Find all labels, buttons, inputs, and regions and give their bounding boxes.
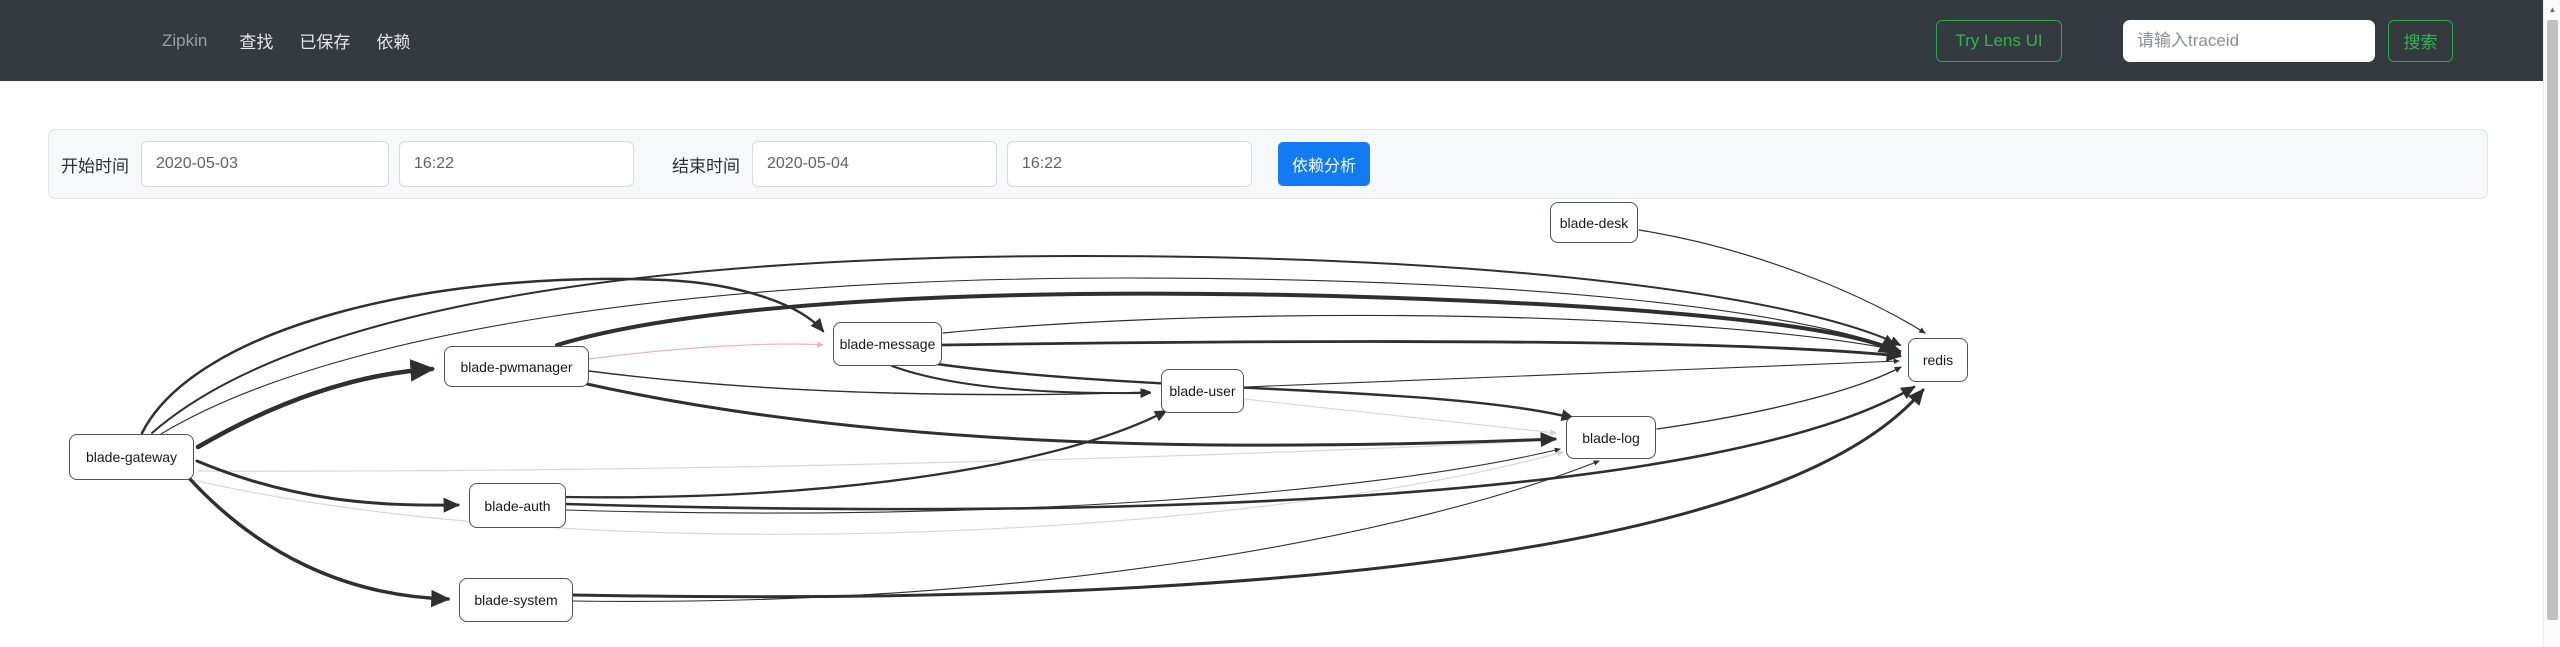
edge-blade-system-blade-log <box>572 460 1600 602</box>
nav-item-dependencies[interactable]: 依赖 <box>376 33 411 52</box>
edge-blade-message-redis-a <box>942 314 1902 353</box>
start-time-input[interactable] <box>399 141 634 187</box>
edge-blade-log-redis <box>1656 366 1902 430</box>
brand-zipkin[interactable]: Zipkin <box>162 30 208 50</box>
edge-blade-gateway-redis-b <box>160 277 1900 435</box>
edge-blade-pwmanager-redis <box>555 291 1902 355</box>
edge-blade-message-blade-log <box>935 362 1575 422</box>
edge-blade-auth-blade-log <box>565 447 1561 514</box>
search-button[interactable]: 搜索 <box>2388 19 2453 62</box>
graph-node-blade-system[interactable]: blade-system <box>459 578 573 622</box>
graph-node-blade-log[interactable]: blade-log <box>1566 416 1656 459</box>
edge-blade-gateway-redis-a <box>151 254 1902 434</box>
edge-blade-pwmanager-blade-log <box>585 382 1558 448</box>
edge-blade-gateway-blade-system <box>187 476 451 608</box>
try-lens-ui-button[interactable]: Try Lens UI <box>1936 19 2062 62</box>
edge-blade-gateway-blade-auth <box>195 459 461 513</box>
edge-blade-message-blade-user <box>891 365 1152 399</box>
vertical-scrollbar[interactable]: ▲ <box>2543 0 2560 647</box>
dependency-edges-canvas <box>140 229 1926 608</box>
scrollbar-thumb[interactable] <box>2547 20 2558 620</box>
graph-node-blade-pwmanager[interactable]: blade-pwmanager <box>444 346 589 387</box>
traceid-search-input[interactable] <box>2123 19 2375 62</box>
time-range-bar: 开始时间 结束时间 依赖分析 <box>48 129 2488 199</box>
edge-blade-system-redis <box>571 388 1925 599</box>
graph-node-blade-desk[interactable]: blade-desk <box>1550 202 1638 243</box>
edge-blade-gateway-blade-log-b <box>192 450 1564 535</box>
end-time-input[interactable] <box>1007 141 1252 187</box>
end-time-label: 结束时间 <box>672 156 740 176</box>
edge-blade-user-blade-log <box>1244 398 1557 436</box>
nav-item-saved[interactable]: 已保存 <box>299 33 351 52</box>
edge-blade-gateway-blade-log-a <box>197 437 1557 472</box>
scrollbar-up-arrow-icon[interactable]: ▲ <box>2548 4 2557 14</box>
edge-blade-user-redis <box>1244 358 1900 388</box>
graph-node-blade-auth[interactable]: blade-auth <box>469 483 566 528</box>
dependency-graph: blade-gateway blade-pwmanager blade-auth… <box>0 199 2543 647</box>
edge-blade-auth-redis <box>564 385 1916 511</box>
nav-links: 查找 已保存 依赖 <box>239 28 410 53</box>
graph-node-blade-gateway[interactable]: blade-gateway <box>69 434 194 480</box>
dependency-analyze-button[interactable]: 依赖分析 <box>1278 142 1370 186</box>
start-time-label: 开始时间 <box>61 156 129 176</box>
edge-blade-desk-redis <box>1638 229 1926 334</box>
graph-node-blade-user[interactable]: blade-user <box>1161 369 1244 413</box>
graph-node-blade-message[interactable]: blade-message <box>833 322 942 366</box>
edge-blade-gateway-blade-pwmanager <box>195 359 436 450</box>
edge-blade-gateway-blade-message <box>140 277 825 435</box>
start-date-input[interactable] <box>141 141 389 187</box>
navbar: Zipkin 查找 已保存 依赖 Try Lens UI 搜索 <box>0 0 2543 81</box>
nav-item-find[interactable]: 查找 <box>239 33 274 52</box>
edge-blade-pwmanager-blade-message-error <box>588 341 824 360</box>
edge-blade-auth-blade-user <box>564 409 1168 499</box>
end-date-input[interactable] <box>752 141 997 187</box>
graph-node-redis[interactable]: redis <box>1908 338 1968 382</box>
edge-blade-message-redis-b <box>941 340 1902 362</box>
